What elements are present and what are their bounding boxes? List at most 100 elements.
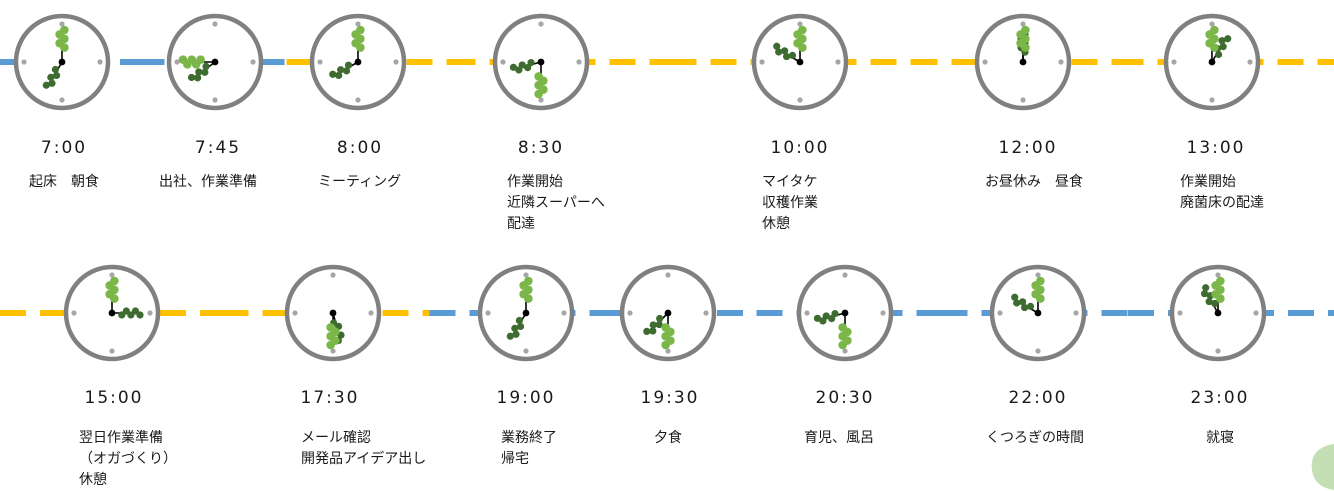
clock-hour-mark xyxy=(355,21,361,27)
clock-icon xyxy=(309,13,407,111)
hour-hand-cluster xyxy=(773,42,781,50)
event-label-13-00: 作業開始 廃菌床の配達 xyxy=(1180,174,1264,211)
clock-center xyxy=(354,58,362,66)
hour-hand-cluster xyxy=(1211,299,1219,308)
clock-hour-mark xyxy=(665,348,671,354)
hour-hand-cluster xyxy=(52,71,61,80)
hour-hand-cluster xyxy=(1202,284,1210,292)
minute-hand-cluster xyxy=(356,25,365,35)
clock-center xyxy=(1019,58,1027,66)
time-label-7-00: 7:00 xyxy=(40,138,88,158)
clock-hour-mark xyxy=(147,310,153,316)
clock-center xyxy=(537,58,545,66)
minute-hand-cluster xyxy=(661,340,670,350)
clock-hour-mark xyxy=(1058,59,1064,65)
hour-hand-cluster xyxy=(512,330,520,338)
clock-hour-mark xyxy=(665,272,671,278)
event-label-10-00: マイタケ 収穫作業 休憩 xyxy=(762,174,818,232)
hour-hand-cluster xyxy=(194,74,202,82)
hour-hand-cluster xyxy=(782,52,791,61)
hour-hand-cluster xyxy=(524,64,532,72)
time-label-8-30: 8:30 xyxy=(517,138,565,158)
clock-hour-mark xyxy=(59,97,65,103)
time-label-23-00: 23:00 xyxy=(1190,388,1250,408)
hour-hand-cluster xyxy=(655,320,663,329)
time-label-19-30: 19:30 xyxy=(640,388,700,408)
hour-hand-cluster xyxy=(1013,299,1021,307)
event-label-17-30: メール確認 開発品アイデア出し xyxy=(301,430,427,467)
hour-hand-cluster xyxy=(509,63,518,71)
clock-hour-mark xyxy=(1247,59,1253,65)
hour-hand-cluster xyxy=(775,48,783,56)
clock-hour-mark xyxy=(523,272,529,278)
clock-hour-mark xyxy=(627,310,633,316)
clock-hour-mark xyxy=(523,348,529,354)
clock-hour-mark xyxy=(880,310,886,316)
minute-hand-cluster xyxy=(534,89,543,99)
clock-icon xyxy=(751,13,849,111)
clock-hour-mark xyxy=(393,59,399,65)
event-label-19-30: 夕食 xyxy=(654,430,682,446)
clock-center xyxy=(1208,58,1216,66)
minute-hand-cluster xyxy=(1210,25,1219,35)
hour-hand-cluster xyxy=(202,62,210,70)
clock-icon xyxy=(796,264,894,362)
time-label-12-00: 12:00 xyxy=(998,138,1058,158)
clock-hour-mark xyxy=(797,97,803,103)
clock-center xyxy=(211,58,219,66)
minute-hand-cluster xyxy=(1021,25,1030,35)
event-label-7-45: 出社、作業準備 xyxy=(159,174,257,190)
hour-hand-cluster xyxy=(329,70,337,78)
clock-icon xyxy=(492,13,590,111)
time-label-22-00: 22:00 xyxy=(1008,388,1068,408)
clock-hour-mark xyxy=(982,59,988,65)
clock-hour-mark xyxy=(703,310,709,316)
clock-icon xyxy=(477,264,575,362)
clock-center xyxy=(1214,309,1222,317)
clock-icon xyxy=(63,264,161,362)
clock-hour-mark xyxy=(1020,21,1026,27)
clock-icon xyxy=(166,13,264,111)
clock-hour-mark xyxy=(21,59,27,65)
event-label-8-00: ミーティング xyxy=(318,174,402,190)
hour-hand-cluster xyxy=(344,61,353,69)
clock-hour-mark xyxy=(109,272,115,278)
time-label-20-30: 20:30 xyxy=(815,388,875,408)
clock-hour-mark xyxy=(576,59,582,65)
hour-hand-cluster xyxy=(342,67,351,75)
hour-hand-cluster xyxy=(195,68,203,76)
hour-hand-cluster xyxy=(788,51,797,59)
hour-hand-cluster xyxy=(1215,50,1223,59)
clock-center xyxy=(108,309,116,317)
event-label-15-00: 翌日作業準備 （オガづくり） 休憩 xyxy=(79,430,177,488)
time-label-17-30: 17:30 xyxy=(300,388,360,408)
hour-hand-cluster xyxy=(515,66,523,74)
clock-icon xyxy=(989,264,1087,362)
clock-hour-mark xyxy=(355,97,361,103)
clock-hour-mark xyxy=(1177,310,1183,316)
hour-hand-cluster xyxy=(515,316,523,325)
hour-hand-cluster xyxy=(1019,298,1027,306)
hour-hand-cluster xyxy=(1200,290,1209,298)
hour-hand-cluster xyxy=(649,327,657,335)
clock-icon xyxy=(1169,264,1267,362)
clock-hour-mark xyxy=(1215,348,1221,354)
hour-hand-cluster xyxy=(136,311,144,319)
clock-hour-mark xyxy=(1209,21,1215,27)
clock-hour-mark xyxy=(485,310,491,316)
minute-hand-cluster xyxy=(1036,276,1045,286)
hour-hand-cluster xyxy=(1026,302,1035,310)
clock-hour-mark xyxy=(500,59,506,65)
time-label-7-45: 7:45 xyxy=(194,138,242,158)
hour-hand-cluster xyxy=(1011,293,1019,301)
minute-hand-cluster xyxy=(178,55,188,64)
hour-hand-cluster xyxy=(337,66,345,74)
clock-center xyxy=(58,58,66,66)
hour-hand-cluster xyxy=(201,68,209,76)
event-label-8-30: 作業開始 近隣スーパーへ 配達 xyxy=(507,174,605,232)
clock-hour-mark xyxy=(250,59,256,65)
hour-hand-cluster xyxy=(781,47,789,55)
time-label-8-00: 8:00 xyxy=(336,138,384,158)
hour-hand-cluster xyxy=(656,314,664,323)
hour-hand-cluster xyxy=(649,321,657,329)
